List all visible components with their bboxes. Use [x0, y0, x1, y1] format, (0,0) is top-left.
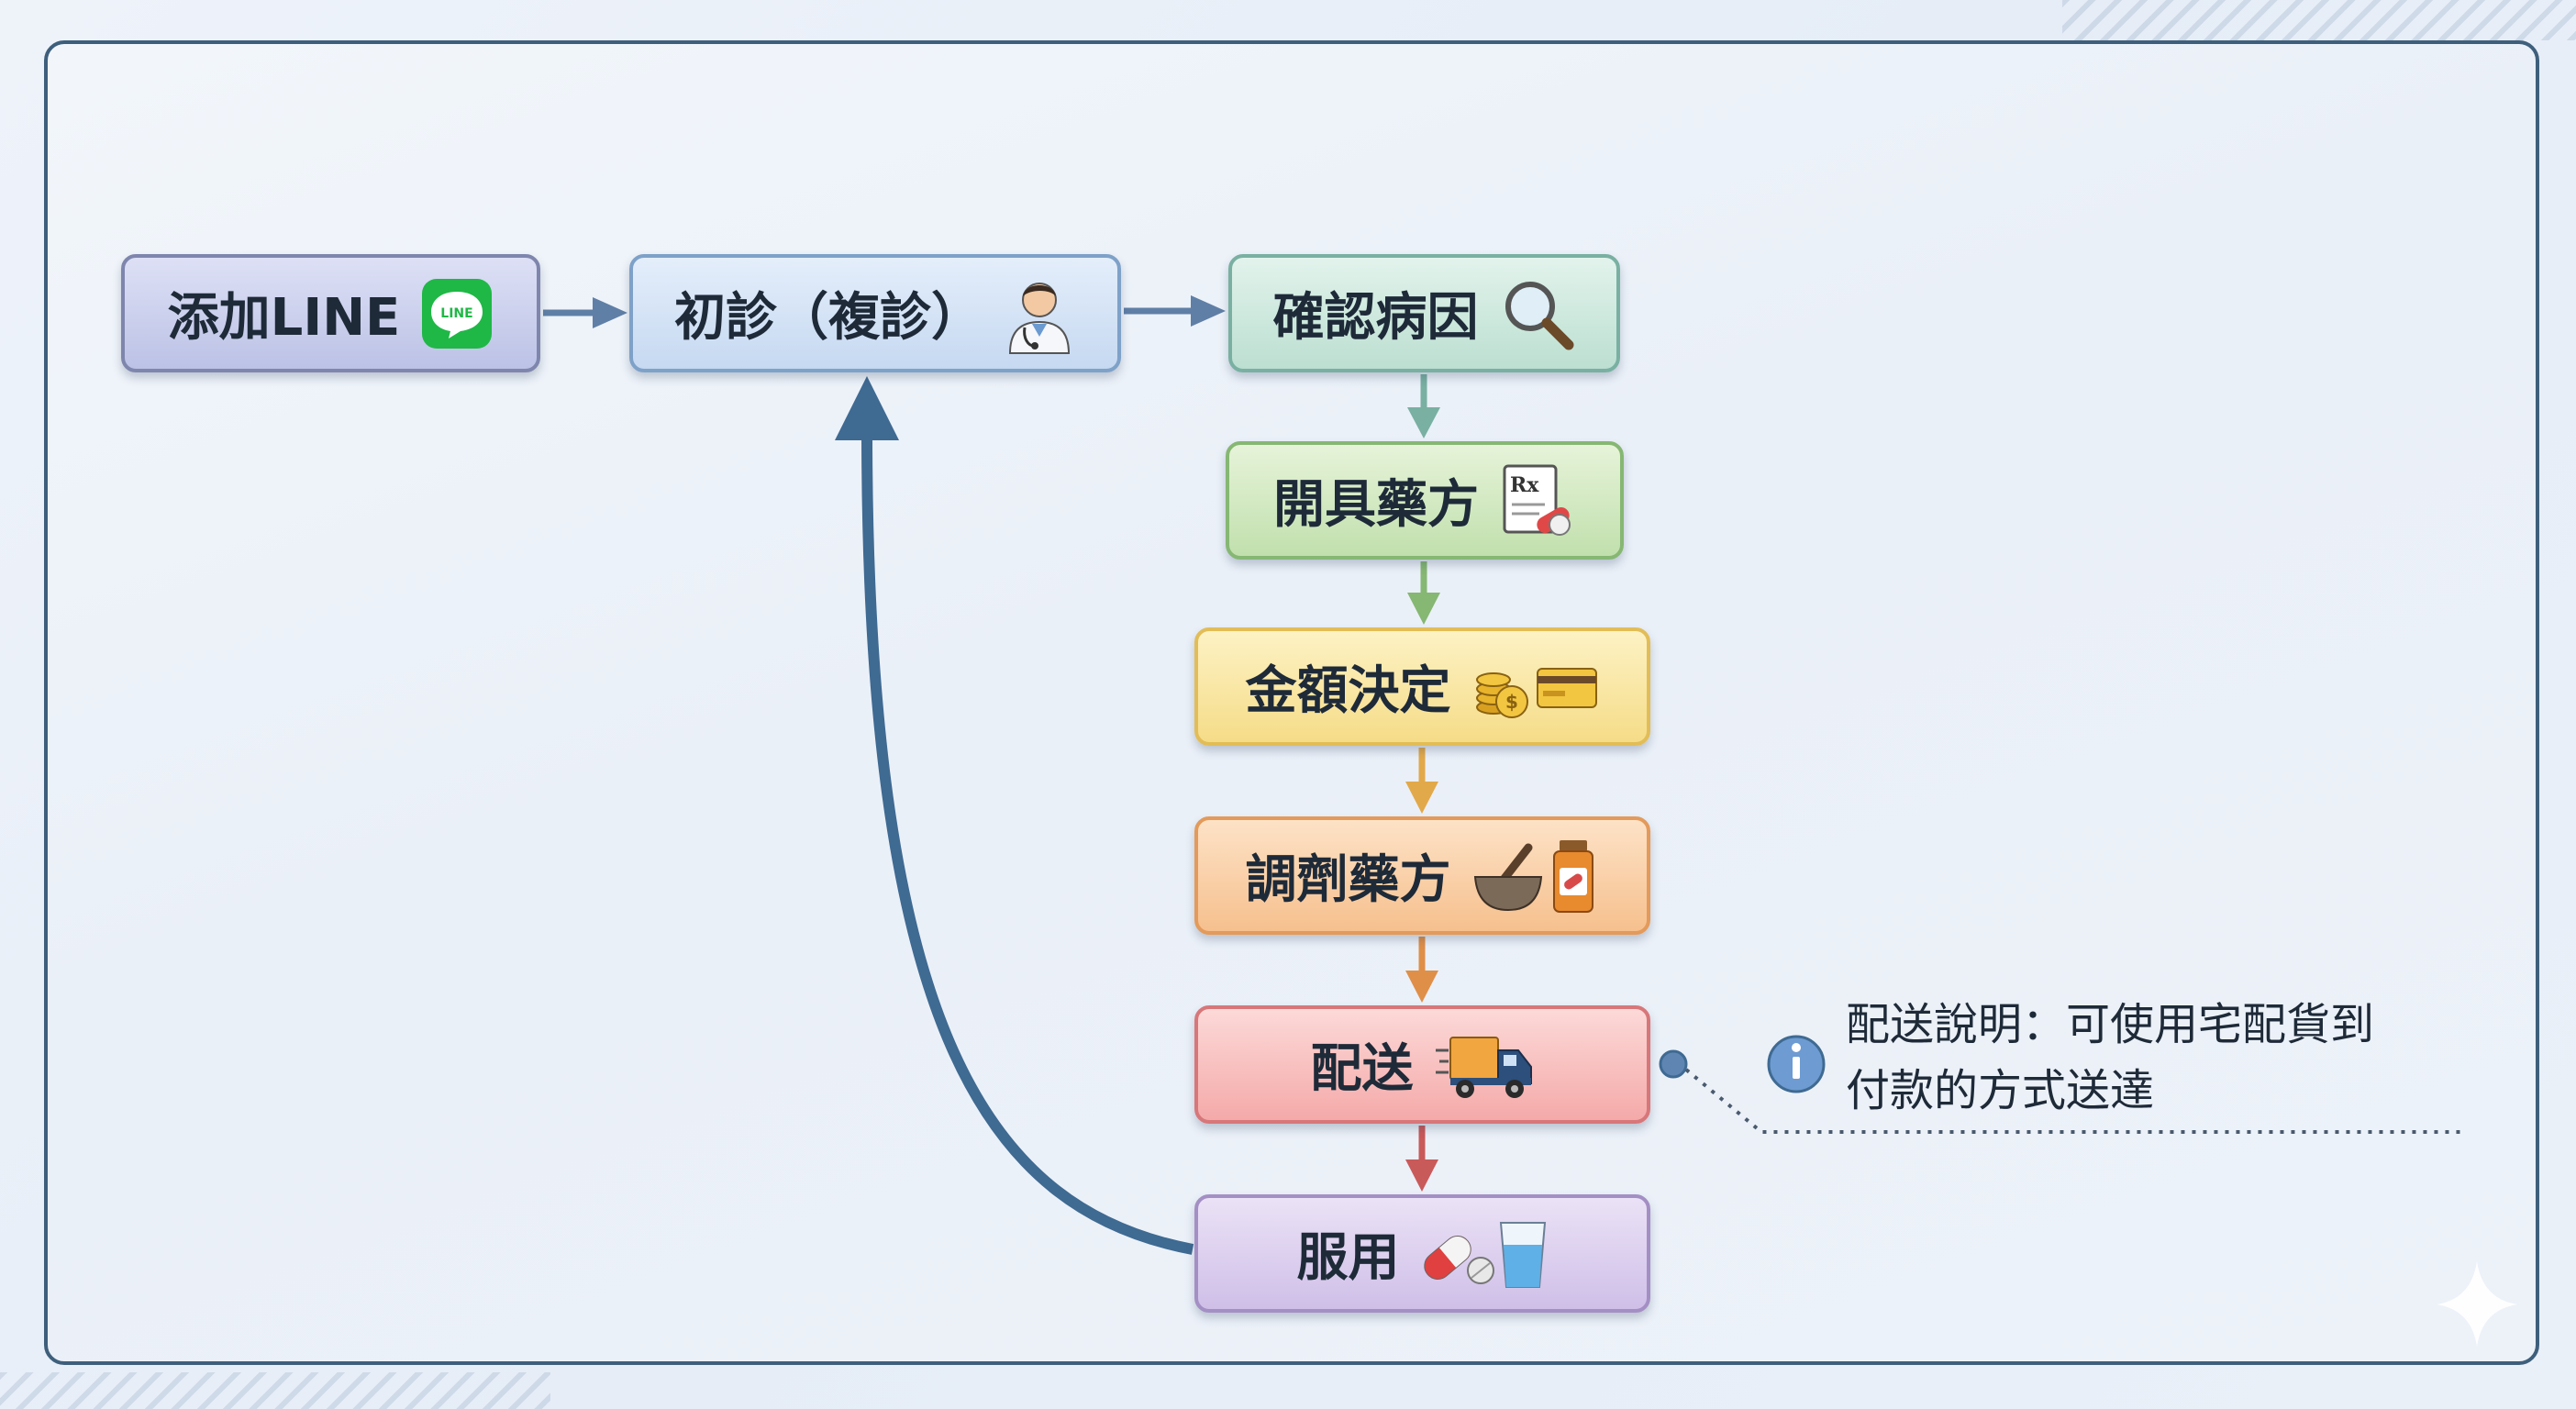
arrow-first-to-cause: [1124, 295, 1226, 327]
prescription-icon: Rx: [1499, 462, 1576, 539]
decorative-stripes-bottom: [0, 1372, 550, 1409]
return-arrow-take-to-first: [835, 376, 1194, 1255]
step-label: 開具藥方: [1273, 475, 1479, 535]
rx-mark: Rx: [1510, 473, 1539, 497]
step-add-line: 添加LINE LINE: [121, 254, 540, 372]
step-first-visit: 初診（複診）: [629, 254, 1121, 372]
note-connector: [1659, 1049, 2462, 1134]
delivery-truck-icon: [1434, 1028, 1535, 1102]
step-label: 添加LINE: [167, 288, 401, 348]
step-prescribe: 開具藥方 Rx: [1226, 441, 1624, 560]
pill-water-icon: [1420, 1217, 1549, 1291]
step-delivery: 配送: [1194, 1005, 1650, 1124]
step-decide-fee: 金額決定 $: [1194, 627, 1650, 746]
step-label: 初診（複診）: [674, 288, 983, 348]
magnifier-icon: [1499, 275, 1576, 352]
delivery-note: 配送說明：可使用宅配貨到 付款的方式送達: [1846, 992, 2470, 1124]
arrow-ship-to-take: [1405, 1126, 1438, 1192]
step-label: 服用: [1296, 1228, 1400, 1288]
arrow-fee-to-mix: [1405, 748, 1438, 814]
doctor-icon: [1003, 272, 1076, 355]
step-dispense: 調劑藥方: [1194, 816, 1650, 935]
coin-mark: $: [1505, 691, 1518, 713]
note-line-1: 配送說明：可使用宅配貨到: [1846, 999, 2375, 1050]
step-label: 確認病因: [1272, 288, 1479, 348]
sparkle-icon: [2437, 1261, 2517, 1347]
arrow-mix-to-ship: [1405, 937, 1438, 1003]
arrow-line-to-first: [543, 297, 627, 328]
note-line-2: 付款的方式送達: [1846, 1065, 2155, 1116]
decorative-stripes-top: [2062, 0, 2576, 40]
mortar-bottle-icon: [1471, 835, 1600, 917]
step-take-medicine: 服用: [1194, 1194, 1650, 1313]
line-badge-text: LINE: [441, 306, 473, 321]
step-label: 調劑藥方: [1245, 850, 1451, 910]
step-label: 金額決定: [1245, 661, 1451, 721]
coins-card-icon: $: [1471, 650, 1600, 724]
step-label: 配送: [1310, 1039, 1414, 1099]
line-app-icon: LINE: [420, 277, 494, 350]
arrow-cause-to-rx: [1407, 374, 1440, 438]
step-confirm-cause: 確認病因: [1228, 254, 1620, 372]
arrow-rx-to-fee: [1407, 561, 1440, 625]
